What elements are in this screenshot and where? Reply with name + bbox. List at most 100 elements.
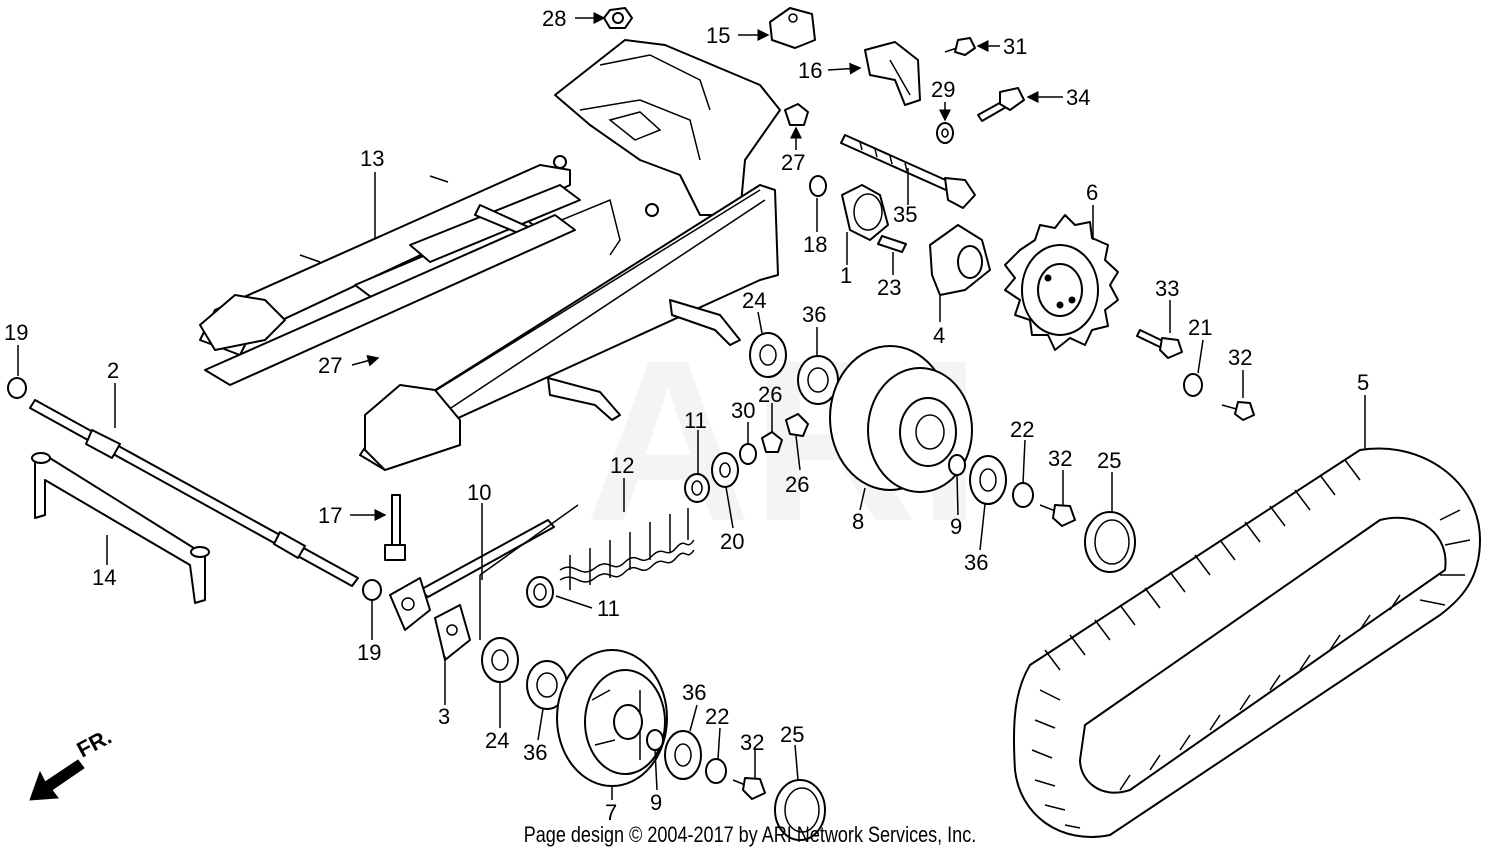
callout-4: 4 [933, 323, 945, 348]
callout-6: 6 [1086, 180, 1098, 205]
bearing-24-lower [481, 637, 519, 683]
callout-labels: 28 15 16 31 29 34 27 13 35 6 18 1 23 4 3… [4, 6, 1369, 825]
callout-26-upper: 26 [758, 382, 782, 407]
wheel-8 [829, 345, 973, 493]
washer-22-upper [1012, 482, 1034, 508]
callout-19-left: 19 [4, 320, 28, 345]
callout-14: 14 [92, 565, 116, 590]
front-direction-arrow: FR. [29, 724, 116, 801]
nut-26-a [761, 431, 783, 453]
callout-5: 5 [1357, 370, 1369, 395]
callout-27-mid: 27 [318, 353, 342, 378]
washer-20 [711, 452, 739, 488]
callout-17: 17 [318, 503, 342, 528]
bolt-34 [977, 87, 1025, 122]
adjuster-rod-10 [389, 504, 579, 640]
collar-9-upper [948, 454, 966, 476]
axle-shaft-2 [29, 399, 359, 587]
callout-11-upper: 11 [684, 408, 707, 433]
nut-27-top [784, 103, 809, 126]
callout-10: 10 [467, 480, 491, 505]
bracket-16 [864, 41, 921, 106]
callout-20: 20 [720, 529, 744, 554]
washer-19-right [362, 579, 382, 601]
frame-assembly [199, 39, 781, 471]
callout-31: 31 [1003, 34, 1027, 59]
bolt-17 [384, 494, 406, 561]
bolt-32-lower [732, 777, 766, 800]
callout-7: 7 [605, 800, 617, 825]
bolt-33 [1136, 329, 1183, 359]
copyright-footer: Page design © 2004-2017 by ARI Network S… [523, 822, 977, 847]
holder-4 [929, 224, 991, 296]
callout-33: 33 [1155, 276, 1179, 301]
callout-16: 16 [798, 58, 822, 83]
bearing-36-lower-right [664, 730, 702, 780]
arm-14 [31, 452, 210, 604]
callout-30: 30 [731, 398, 755, 423]
front-direction-label: FR. [73, 724, 116, 763]
callout-26-lower: 26 [785, 472, 809, 497]
callout-13: 13 [360, 146, 384, 171]
callout-18: 18 [803, 232, 827, 257]
callout-21: 21 [1188, 315, 1212, 340]
callout-32-mid: 32 [1048, 446, 1072, 471]
callout-2: 2 [107, 358, 119, 383]
long-bolt-35 [840, 134, 976, 209]
cap-25-lower [774, 779, 826, 841]
callout-22-upper: 22 [1010, 417, 1034, 442]
callout-3: 3 [438, 704, 450, 729]
washer-30 [739, 443, 757, 465]
callout-36-lower-right: 36 [682, 680, 706, 705]
bracket-15 [769, 7, 816, 49]
callout-28: 28 [542, 6, 566, 31]
nut-26-b [785, 413, 809, 437]
callout-19-right: 19 [357, 640, 381, 665]
washer-29 [936, 122, 954, 144]
callout-29: 29 [931, 77, 955, 102]
wheel-7 [556, 649, 668, 787]
washer-18 [809, 175, 827, 197]
callout-9-upper: 9 [950, 514, 962, 539]
collar-9-lower [646, 729, 664, 751]
callout-12: 12 [610, 453, 634, 478]
plate-3 [434, 604, 471, 661]
callout-36-right: 36 [964, 550, 988, 575]
callout-1: 1 [840, 263, 852, 288]
callout-8: 8 [852, 509, 864, 534]
callout-25-lower: 25 [780, 722, 804, 747]
bolt-32-right [1221, 401, 1255, 421]
bolt-32-mid [1039, 504, 1076, 527]
key-23 [877, 235, 907, 253]
callout-36-upper: 36 [802, 302, 826, 327]
sprocket-6 [1004, 214, 1119, 351]
callout-32-lower: 32 [740, 730, 764, 755]
callout-25-upper: 25 [1097, 448, 1121, 473]
nut-28 [603, 7, 633, 29]
bushing-1 [841, 184, 889, 241]
spring-12 [559, 508, 695, 590]
callout-35: 35 [893, 202, 917, 227]
callout-24-lower: 24 [485, 728, 509, 753]
washer-21 [1183, 373, 1203, 397]
bearing-36-right [969, 455, 1007, 505]
callout-15: 15 [706, 23, 730, 48]
cap-25-upper [1084, 511, 1136, 573]
track-5 [1012, 447, 1481, 838]
callout-9-lower: 9 [650, 790, 662, 815]
callout-27-top: 27 [781, 150, 805, 175]
spring-seat-11-upper [684, 473, 710, 503]
callout-11-lower: 11 [597, 596, 620, 621]
callout-36-lower: 36 [523, 740, 547, 765]
washer-19-left [7, 377, 27, 399]
bolt-31 [944, 37, 976, 56]
washer-22-lower [705, 758, 727, 784]
callout-32-right: 32 [1228, 345, 1252, 370]
callout-23: 23 [877, 275, 901, 300]
callout-22-lower: 22 [705, 704, 729, 729]
callout-24-upper: 24 [742, 288, 766, 313]
callout-34: 34 [1066, 85, 1090, 110]
leader-lines [17, 12, 1366, 800]
spring-seat-11-lower [526, 576, 554, 608]
